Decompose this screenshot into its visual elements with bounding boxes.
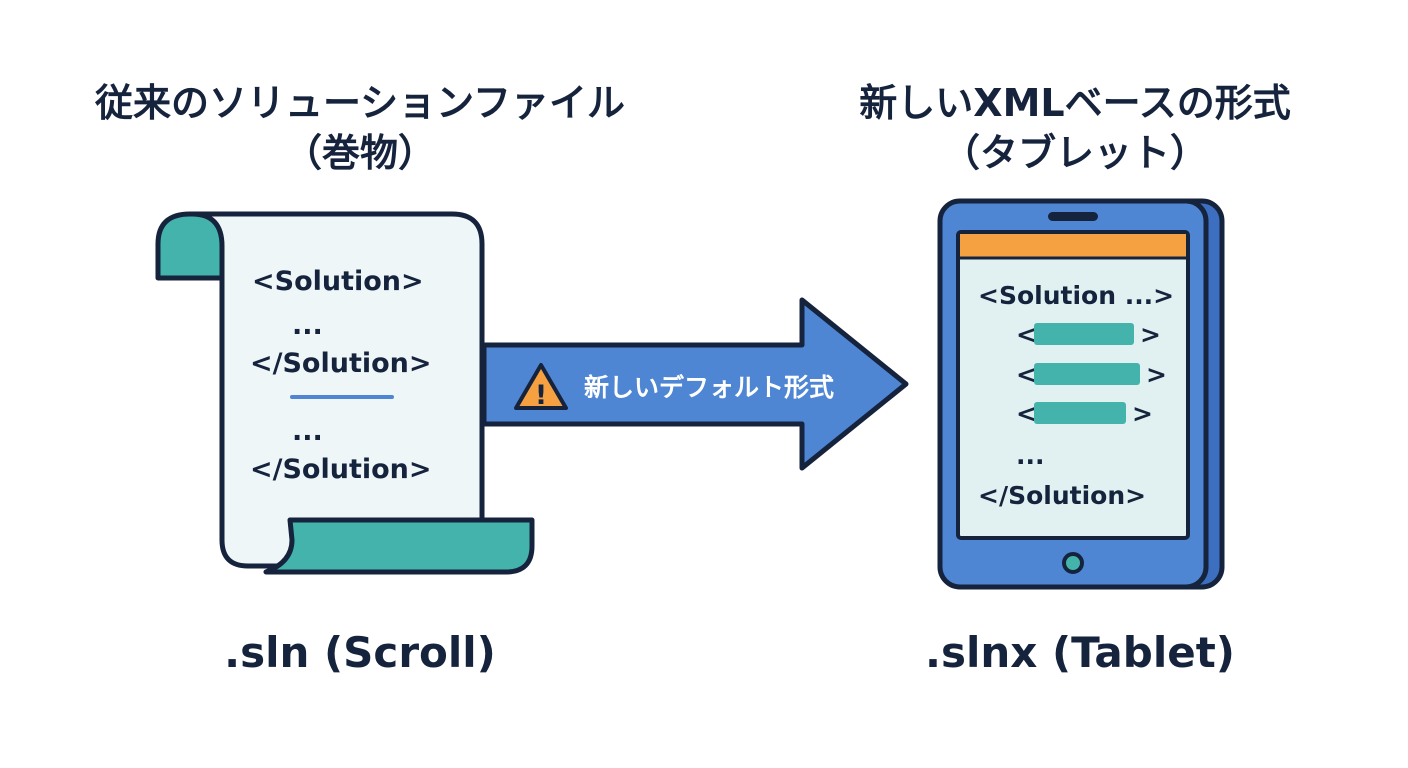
new-heading-line-1: 新しいXMLベースの形式 <box>859 81 1291 125</box>
tablet-row-2-close: > <box>1146 360 1167 389</box>
scroll-code-line-4: ... <box>292 416 323 447</box>
tablet-row-3-close: > <box>1132 399 1153 428</box>
scroll-code-line-2: ... <box>292 310 323 341</box>
legacy-heading-line-2: （巻物） <box>283 131 436 175</box>
scroll-bottom-curl <box>263 517 535 575</box>
tablet-code-ellipsis: ... <box>1016 441 1045 470</box>
tablet-row-3-open: < <box>1016 399 1037 428</box>
new-heading-line-2: （タブレット） <box>941 131 1208 175</box>
scroll-icon: <Solution> ... </Solution> ... </Solutio… <box>155 211 535 575</box>
tablet-row-1-close: > <box>1140 320 1161 349</box>
tablet-row-2-bar <box>1034 363 1140 385</box>
tablet-camera <box>1048 212 1098 221</box>
tablet-row-1-bar <box>1034 323 1134 345</box>
tablet-row-1-open: < <box>1016 320 1037 349</box>
scroll-top-curl <box>155 211 231 281</box>
warning-triangle-icon: ! <box>514 363 568 411</box>
legacy-heading-line-1: 従来のソリューションファイル <box>94 81 626 125</box>
tablet-row-2-open: < <box>1016 360 1037 389</box>
tablet-code-last: </Solution> <box>978 481 1146 510</box>
new-format-caption: .slnx (Tablet) <box>925 628 1235 677</box>
new-format-heading: 新しいXMLベースの形式 （タブレット） <box>735 78 1408 178</box>
svg-text:!: ! <box>535 380 547 411</box>
tablet-icon: <Solution ...> < > < > < > ... </Solutio… <box>937 198 1225 590</box>
scroll-code-line-5: </Solution> <box>250 454 432 485</box>
tablet-code-first: <Solution ...> <box>978 281 1174 310</box>
legacy-format-caption: .sln (Scroll) <box>224 628 496 677</box>
migration-arrow: ! 新しいデフォルト形式 <box>481 297 909 471</box>
arrow-label: 新しいデフォルト形式 <box>584 373 834 402</box>
scroll-code-line-3: </Solution> <box>250 348 432 379</box>
legacy-format-heading: 従来のソリューションファイル （巻物） <box>40 78 680 178</box>
scroll-paper <box>189 211 485 569</box>
arrow-shape <box>481 297 909 471</box>
tablet-header-bar <box>960 234 1186 258</box>
scroll-code-line-1: <Solution> <box>252 266 424 297</box>
tablet-row-3-bar <box>1034 402 1126 424</box>
tablet-home-button <box>1062 552 1084 574</box>
